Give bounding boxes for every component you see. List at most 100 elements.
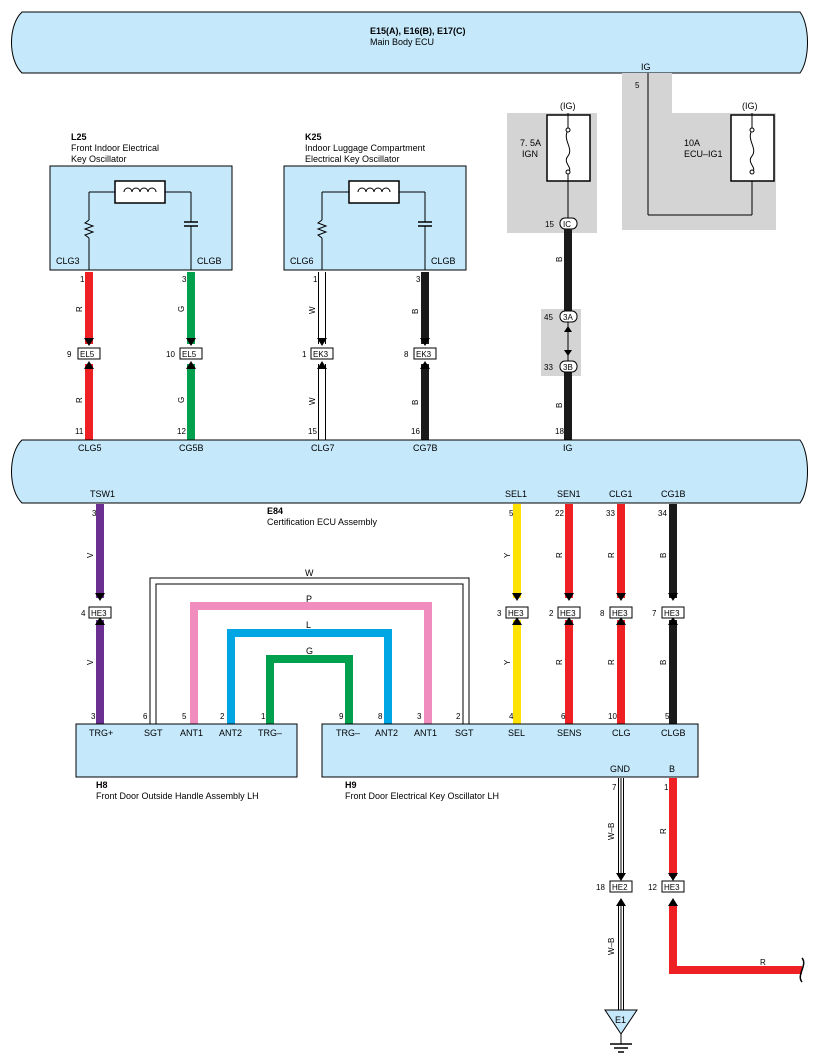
wire-sel1-color-lower: Y bbox=[503, 659, 512, 665]
h9-key-oscillator[interactable]: 9 8 3 2 4 6 10 5 TRG– ANT2 ANT1 SGT SEL … bbox=[321, 712, 699, 778]
loop-w[interactable]: W bbox=[149, 568, 470, 724]
cert-ecu-label-clg5: CLG5 bbox=[78, 443, 102, 453]
wire-clg5-color: R bbox=[75, 306, 84, 312]
h9-label-ant2: ANT2 bbox=[375, 728, 398, 738]
h9-pin-4: 4 bbox=[509, 712, 514, 721]
fuse-ign-supply: (IG) bbox=[560, 101, 576, 111]
connector-he3-clg1: HE3 bbox=[612, 609, 628, 618]
connector-he3-clg1-pin: 8 bbox=[600, 609, 605, 618]
connector-he2: HE2 bbox=[612, 883, 628, 892]
cert-ecu-pin-33: 33 bbox=[606, 509, 615, 518]
h9-pin-9: 9 bbox=[339, 712, 344, 721]
connector-el5-a-pin: 9 bbox=[67, 350, 72, 359]
main-body-ecu-ig-pin: 5 bbox=[635, 81, 640, 90]
k25-oscillator[interactable]: K25 Indoor Luggage Compartment Electrica… bbox=[283, 132, 467, 284]
ground-e1[interactable]: E1 bbox=[604, 1009, 638, 1053]
l25-name-line1: Front Indoor Electrical bbox=[71, 143, 159, 153]
certification-ecu[interactable]: CLG5 CG5B CLG7 CG7B IG TSW1 SEL1 SEN1 CL… bbox=[11, 439, 808, 504]
loop-l-label: L bbox=[306, 620, 311, 630]
k25-name-line2: Electrical Key Oscillator bbox=[305, 154, 400, 164]
connector-he3-sen1: HE3 bbox=[560, 609, 576, 618]
wire-clg7-color-lower: W bbox=[308, 397, 317, 405]
h8-label-ant1: ANT1 bbox=[180, 728, 203, 738]
cert-ecu-pin-18: 18 bbox=[555, 427, 564, 436]
k25-pin-clgb: CLGB bbox=[431, 256, 456, 266]
fuse-ign-rating: 7. 5A bbox=[520, 138, 541, 148]
connector-ic[interactable]: IC 15 bbox=[545, 217, 578, 230]
loop-p[interactable]: P bbox=[190, 594, 432, 724]
wire-cg1b-color-lower: B bbox=[659, 660, 668, 665]
l25-pin-1: 1 bbox=[80, 275, 85, 284]
h8-label-trg-minus: TRG– bbox=[258, 728, 282, 738]
h8-handle-assembly[interactable]: 3 6 5 2 1 TRG+ SGT ANT1 ANT2 TRG– bbox=[75, 712, 298, 778]
wire-ig-color-lower: B bbox=[555, 403, 564, 408]
wire-b[interactable]: HE3 12 R R bbox=[648, 778, 805, 983]
h8-pin-1: 1 bbox=[261, 712, 266, 721]
cert-ecu-pin-5: 5 bbox=[509, 509, 514, 518]
junction-3b-label: 3B bbox=[563, 363, 573, 372]
wire-clg5-color-lower: R bbox=[75, 397, 84, 403]
wire-ground[interactable]: HE2 18 W–B W–B bbox=[596, 778, 633, 1010]
main-body-ecu[interactable]: E15(A), E16(B), E17(C) Main Body ECU IG bbox=[11, 11, 808, 74]
wire-clg1[interactable]: HE3 8 33 R R bbox=[600, 504, 633, 724]
wire-cg1b-color: B bbox=[659, 553, 668, 558]
wire-clg7[interactable]: EK3 1 W W 15 bbox=[302, 272, 334, 440]
wire-clg1-color-lower: R bbox=[607, 659, 616, 665]
l25-name-line2: Key Oscillator bbox=[71, 154, 127, 164]
connector-he3-tsw1-pin: 4 bbox=[81, 609, 86, 618]
h9-pin-6: 6 bbox=[561, 712, 566, 721]
h8-pin-6: 6 bbox=[143, 712, 148, 721]
loop-g-label: G bbox=[306, 646, 313, 656]
cert-ecu-label-cg7b: CG7B bbox=[413, 443, 438, 453]
loop-g[interactable]: G bbox=[266, 646, 353, 724]
wire-sel1[interactable]: HE3 3 5 Y Y bbox=[497, 504, 529, 724]
h8-pin-5: 5 bbox=[182, 712, 187, 721]
cert-ecu-pin-3: 3 bbox=[92, 509, 97, 518]
loop-l[interactable]: L bbox=[227, 620, 392, 724]
fuse-ecu-ig1-supply: (IG) bbox=[742, 101, 758, 111]
h9-pin-3: 3 bbox=[417, 712, 422, 721]
wire-ground-color-lower: W–B bbox=[607, 938, 616, 955]
h9-pin-10: 10 bbox=[608, 712, 617, 721]
connector-he3-cg1b-pin: 7 bbox=[652, 609, 657, 618]
connector-he3-cg1b: HE3 bbox=[664, 609, 680, 618]
cert-ecu-pin-11: 11 bbox=[75, 427, 84, 436]
connector-he3-b: HE3 bbox=[664, 883, 680, 892]
wire-clg5[interactable]: EL5 9 R R 11 bbox=[67, 272, 101, 440]
cert-ecu-label-sel1: SEL1 bbox=[505, 489, 527, 499]
connector-ek3-a-pin: 1 bbox=[302, 350, 307, 359]
h8-label-trg-plus: TRG+ bbox=[89, 728, 113, 738]
junction-3a-label: 3A bbox=[563, 313, 573, 322]
connector-ic-pin: 15 bbox=[545, 220, 554, 229]
wire-clg7-color: W bbox=[308, 306, 317, 314]
wire-sel1-color: Y bbox=[503, 552, 512, 558]
l25-pin-clg3: CLG3 bbox=[56, 256, 80, 266]
wire-cg1b[interactable]: HE3 7 34 B B bbox=[652, 504, 685, 724]
cert-ecu-label-ig: IG bbox=[563, 443, 573, 453]
wire-sen1[interactable]: HE3 2 22 R R bbox=[549, 504, 581, 724]
l25-oscillator[interactable]: L25 Front Indoor Electrical Key Oscillat… bbox=[49, 132, 233, 284]
wire-sen1-color-lower: R bbox=[555, 659, 564, 665]
wire-tsw1-color: V bbox=[86, 552, 95, 558]
connector-ic-label: IC bbox=[563, 220, 571, 229]
h9-code: H9 bbox=[345, 780, 357, 790]
wire-ig[interactable]: 3A 3B 45 33 B B bbox=[541, 229, 581, 440]
wire-cg7b[interactable]: EK3 8 B B 16 bbox=[404, 272, 437, 440]
h9-pin-5: 5 bbox=[665, 712, 670, 721]
h9-label-sgt: SGT bbox=[455, 728, 474, 738]
junction-3a-pin: 45 bbox=[544, 313, 553, 322]
h9-label-sel: SEL bbox=[508, 728, 525, 738]
fuse-ecu-ig1[interactable]: (IG) 10A ECU–IG1 bbox=[647, 73, 775, 216]
wire-tsw1-color-lower: V bbox=[86, 659, 95, 665]
fuse-ign[interactable]: (IG) 7. 5A IGN bbox=[520, 101, 591, 218]
wire-cg5b[interactable]: EL5 10 G G 12 bbox=[166, 272, 203, 440]
k25-name-line1: Indoor Luggage Compartment bbox=[305, 143, 426, 153]
wire-tsw1[interactable]: HE3 4 3 V V bbox=[81, 504, 112, 724]
h8-pin-3: 3 bbox=[91, 712, 96, 721]
h9-label-sens: SENS bbox=[557, 728, 582, 738]
h8-label-ant2: ANT2 bbox=[219, 728, 242, 738]
h9-pin-2: 2 bbox=[456, 712, 461, 721]
k25-code: K25 bbox=[305, 132, 322, 142]
h8-code: H8 bbox=[96, 780, 108, 790]
